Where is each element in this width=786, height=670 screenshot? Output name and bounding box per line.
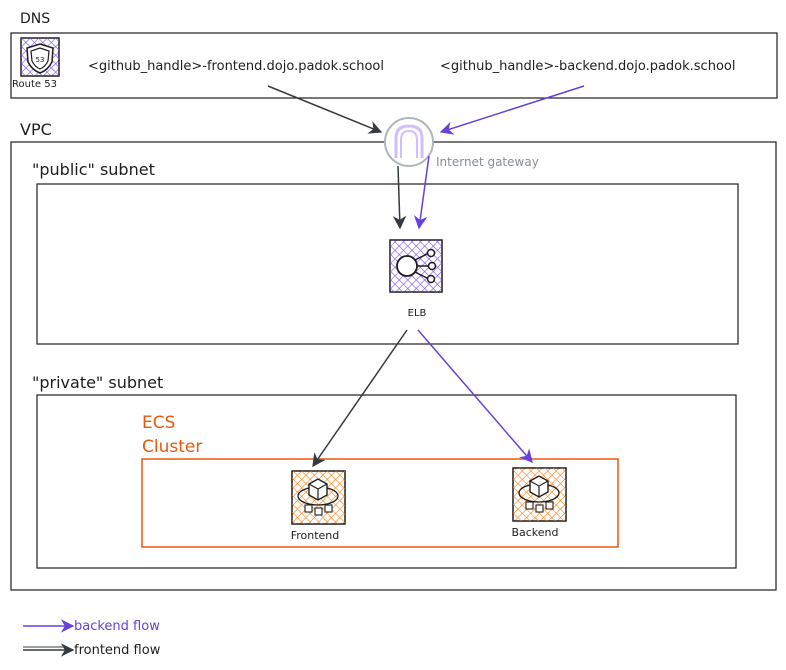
legend-frontend-label: frontend flow — [74, 643, 161, 658]
private-subnet-box — [36, 394, 737, 569]
svg-text:53: 53 — [36, 56, 45, 64]
route53-shield-icon: 53 — [20, 37, 60, 77]
vpc-label: VPC — [20, 120, 52, 139]
ecs-cluster-label-line1: ECS — [142, 413, 175, 433]
frontend-domain: <github_handle>-frontend.dojo.padok.scho… — [88, 59, 384, 74]
ecs-cluster-label-line2: Cluster — [142, 437, 202, 457]
dns-box — [10, 32, 778, 99]
backend-service-icon — [512, 467, 567, 522]
elb-label: ELB — [408, 308, 427, 319]
load-balancer-icon — [389, 239, 443, 293]
backend-flow-arrow-gateway-to-elb — [413, 155, 430, 230]
vpc-box — [10, 141, 777, 591]
internet-gateway-label: Internet gateway — [436, 155, 539, 169]
private-subnet-label: "private" subnet — [32, 373, 163, 392]
legend-backend-label: backend flow — [74, 619, 160, 634]
dns-label: DNS — [20, 11, 50, 27]
frontend-service-icon — [291, 470, 346, 525]
internet-gateway-icon — [384, 117, 434, 167]
frontend-flow-arrow-elb-to-frontend — [312, 329, 408, 468]
public-subnet-box — [36, 183, 739, 345]
frontend-flow-arrow-gateway-to-elb — [392, 165, 407, 230]
ecs-cluster-box — [141, 458, 619, 548]
route53-label: Route 53 — [12, 79, 57, 90]
frontend-flow-arrow-dns-to-gateway — [267, 85, 383, 134]
public-subnet-label: "public" subnet — [32, 160, 155, 179]
backend-domain: <github_handle>-backend.dojo.padok.schoo… — [440, 59, 735, 74]
backend-flow-arrow-elb-to-backend — [417, 329, 533, 464]
backend-service-label: Backend — [511, 526, 558, 539]
frontend-service-label: Frontend — [291, 529, 340, 542]
backend-flow-arrow-dns-to-gateway — [439, 85, 585, 135]
